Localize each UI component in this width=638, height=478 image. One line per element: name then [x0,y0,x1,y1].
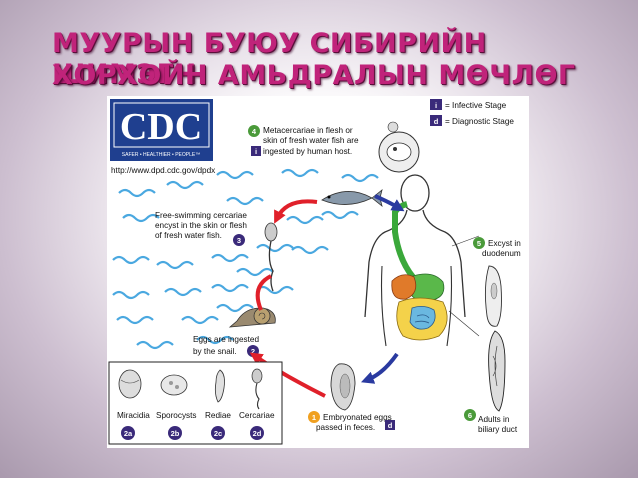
stage-5: 5 Excyst in duodenum [473,237,521,327]
life-cycle-diagram: CDC SAFER • HEALTHIER • PEOPLE™ http://w… [108,99,521,445]
stage-3: Free-swimming cercariae encyst in the sk… [155,211,278,292]
stage-1-line-2: passed in feces. [316,423,375,432]
snail-stage-label-1: Sporocysts [156,411,197,420]
stage-1: 1 Embryonated eggs passed in feces. d [308,363,395,432]
stage-3-line-2: encyst in the skin or flesh [155,221,247,230]
stage-5-line-1: Excyst in [488,239,521,248]
arrow-blue-human-to-eggs [361,352,399,384]
stage-5-number: 5 [477,239,481,248]
snail-stage-badge-0: 2a [124,429,133,438]
stage-4: 4 Metacercariae in flesh or skin of fres… [248,121,420,173]
stage-1-number: 1 [312,413,316,422]
stage-2-number: 2 [251,347,255,356]
snail-stage-badge-3: 2d [253,429,262,438]
cdc-logo-text: CDC [120,106,202,148]
stage-2-line-2: by the snail. [193,347,237,356]
snail-stages-box: Miracidia Sporocysts Rediae Cercariae 2a… [108,361,283,445]
stage-4-line-1: Metacercariae in flesh or [263,126,353,135]
stage-4-line-3: ingested by human host. [263,147,352,156]
fish-icon [321,188,383,208]
infective-legend-text: = Infective Stage [445,101,507,110]
stage-6-line-2: biliary duct [478,425,518,434]
stage-6-number: 6 [468,411,472,420]
page-title-line-1: МУУРЫН БУЮУ СИБИРИЙН ШИМЭГЧ [52,28,487,90]
stage-3-number: 3 [237,236,241,245]
infective-symbol: i [435,101,437,110]
snail-stage-label-2: Rediae [205,411,231,420]
arrow-red-fish-to-cercariae [274,199,318,224]
snail-icon [228,307,276,328]
arrow-blue-fish-to-human [374,194,405,212]
snail-stage-label-3: Cercariae [239,411,275,420]
cdc-tagline: SAFER • HEALTHIER • PEOPLE™ [122,152,200,158]
stage-3-line-1: Free-swimming cercariae [155,211,247,220]
stage-3-line-3: of fresh water fish. [155,231,222,240]
diagnostic-symbol: d [434,117,439,126]
snail-stage-label-0: Miracidia [117,411,150,420]
cdc-logo: CDC SAFER • HEALTHIER • PEOPLE™ [110,99,213,161]
stage-4-infective-symbol: i [255,147,257,156]
snail-stage-badge-2: 2c [214,429,222,438]
stage-6-line-1: Adults in [478,415,510,424]
stage-1-line-1: Embryonated eggs [323,413,392,422]
snail-stage-badge-1: 2b [171,429,180,438]
life-cycle-panel: CDC SAFER • HEALTHIER • PEOPLE™ http://w… [107,96,529,448]
stage-4-number: 4 [252,127,257,136]
cdpx-url: http://www.dpd.cdc.gov/dpdx [111,166,215,175]
stage-2-line-1: Eggs are ingested [193,335,259,344]
stage-4-line-2: skin of fresh water fish are [263,136,359,145]
stage-1-diagnostic-symbol: d [388,421,393,430]
arrow-red-cercariae-to-snail [255,274,272,311]
arrow-red-eggs-to-snail [249,352,326,398]
stage-2: Eggs are ingested by the snail. 2 [193,335,259,357]
stage-5-line-2: duodenum [482,249,521,258]
page-title-line-2: ХОРХОЙН АМЬДРАЛЫН МӨЧЛӨГ [52,60,576,91]
legend: i = Infective Stage d = Diagnostic Stage [430,99,514,126]
stage-6: 6 Adults in biliary duct [464,330,518,434]
diagnostic-legend-text: = Diagnostic Stage [445,117,514,126]
